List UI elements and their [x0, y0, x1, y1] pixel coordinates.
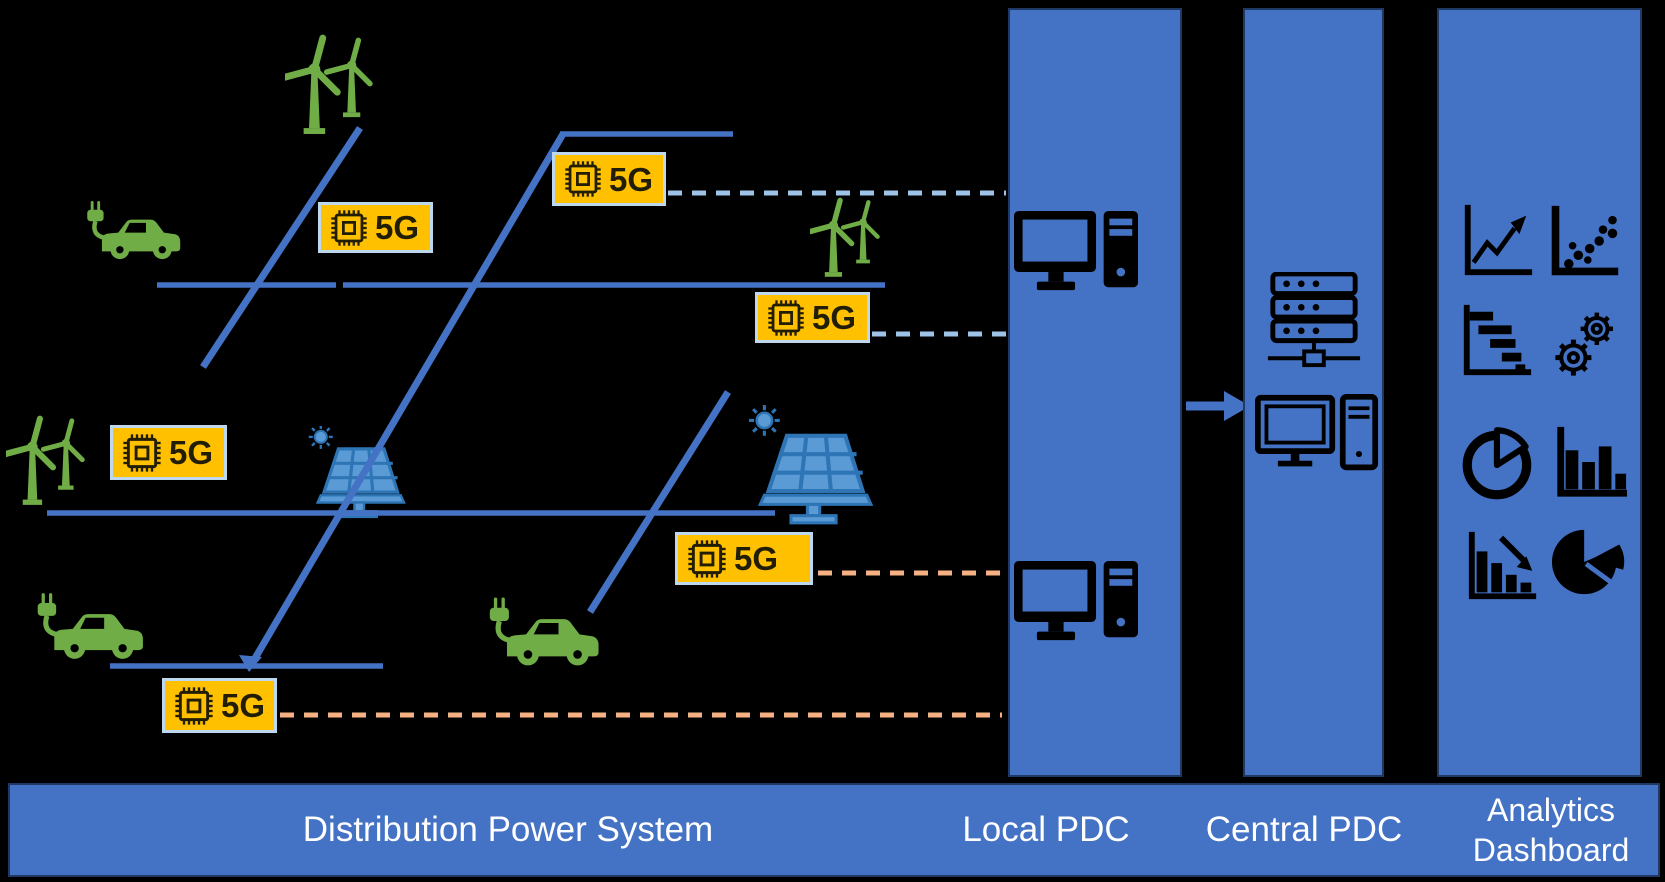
- chip-icon: [174, 686, 214, 726]
- 5g-chip-badge: 5G: [552, 152, 666, 206]
- electric-vehicle-icon: [34, 590, 154, 664]
- 5g-label: 5G: [812, 299, 857, 336]
- chip-icon: [122, 433, 162, 473]
- chip-icon: [767, 299, 805, 337]
- scatter-plot-icon: [1546, 202, 1622, 280]
- wind-turbines-icon: [810, 191, 888, 283]
- 5g-chip-badge: 5G: [110, 425, 227, 480]
- central-pdc-column: [1243, 8, 1384, 777]
- pie-chart-solid-icon: [1551, 524, 1629, 600]
- solar-panel-icon: [748, 403, 876, 529]
- 5g-label: 5G: [169, 434, 214, 471]
- 5g-label: 5G: [609, 160, 654, 198]
- distribution-power-system-label: Distribution Power System: [302, 810, 714, 849]
- bar-chart-icon: [1551, 422, 1629, 502]
- 5g-label: 5G: [221, 687, 266, 724]
- section-label-bar: [8, 783, 1660, 877]
- 5g-chip-badge: 5G: [675, 532, 813, 585]
- local-to-central-arrow: [1186, 391, 1250, 421]
- workstation-icon: [1014, 210, 1138, 294]
- wind-turbines-icon: [6, 408, 94, 512]
- 5g-chip-badge: 5G: [162, 678, 277, 733]
- wind-turbines-icon: [285, 25, 383, 143]
- local-pdc-column: [1008, 8, 1182, 777]
- pie-chart-icon: [1458, 420, 1540, 506]
- branch-arrowhead: [239, 655, 262, 672]
- line-chart-icon: [1458, 202, 1536, 280]
- analytics-column: [1437, 8, 1642, 777]
- workstation-outline-icon: [1255, 394, 1379, 474]
- server-rack-icon: [1265, 272, 1363, 372]
- 5g-label: 5G: [375, 209, 420, 246]
- analytics-dashboard-label: Analytics Dashboard: [1472, 792, 1630, 868]
- gears-icon: [1550, 306, 1622, 384]
- local-pdc-label: Local PDC: [962, 810, 1130, 849]
- workstation-icon: [1014, 560, 1138, 644]
- 5g-chip-badge: 5G: [755, 292, 870, 343]
- 5g-chip-badge: 5G: [318, 202, 433, 253]
- declining-bar-chart-icon: [1464, 528, 1542, 606]
- electric-vehicle-icon: [84, 198, 190, 264]
- electric-vehicle-icon: [486, 594, 610, 671]
- chip-icon: [564, 160, 602, 198]
- 5g-label: 5G: [734, 540, 779, 577]
- gantt-chart-icon: [1456, 302, 1536, 380]
- central-pdc-label: Central PDC: [1205, 810, 1403, 849]
- chip-icon: [330, 209, 368, 247]
- chip-icon: [687, 539, 727, 579]
- solar-panel-icon: [308, 426, 408, 519]
